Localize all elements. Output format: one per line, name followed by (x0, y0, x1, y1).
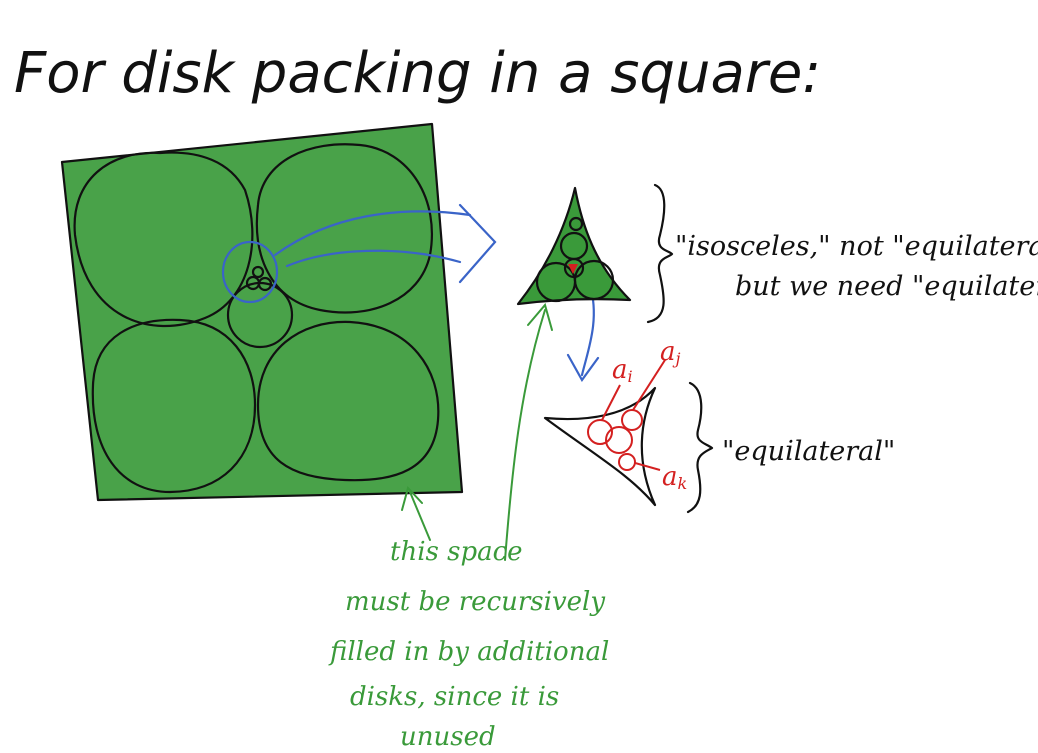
square-green-fill (62, 124, 462, 500)
zoom-arrow-lower (285, 249, 462, 268)
label-a-k: ak (662, 462, 687, 493)
disk-top-left (73, 151, 254, 327)
isosceles-gap (516, 186, 632, 306)
zoom-circle (221, 240, 279, 304)
red-disk-ak (618, 453, 636, 471)
blue-arrows (221, 203, 600, 383)
red-disk-aj (621, 409, 643, 431)
red-disk-ai (587, 419, 613, 445)
isosceles-green-fill (518, 188, 630, 304)
zoom-arrow-upper (273, 210, 472, 257)
iso-disk-center (563, 257, 585, 279)
square-outline (60, 122, 464, 502)
leader-ak (634, 462, 661, 471)
note-isosceles-line1: "isosceles," not "equilateral"— (675, 231, 1038, 262)
zoom-arrowhead (458, 203, 497, 284)
equilateral-red-disks (587, 359, 666, 471)
green-note-line-1: this space (390, 537, 523, 567)
disk-center-tiny-3 (251, 265, 265, 279)
down-arrowhead (566, 353, 600, 383)
green-arrowhead-square (401, 486, 423, 511)
page-title: For disk packing in a square: (14, 41, 821, 106)
leader-ai (601, 384, 621, 421)
green-note-line-3: filled in by additional (328, 637, 609, 667)
brace-isosceles (646, 183, 674, 324)
iso-outline (516, 186, 632, 306)
note-equilateral: "equilateral" (722, 436, 895, 467)
disk-bottom-right (256, 320, 440, 482)
leader-aj (632, 359, 666, 411)
red-disk-mid (605, 426, 633, 454)
disk-bottom-left (91, 318, 257, 494)
label-a-i: ai (612, 355, 633, 386)
square-packing (60, 122, 464, 502)
iso-red-marker (568, 264, 578, 274)
iso-disk-tiny (568, 216, 584, 232)
green-arrow-to-square (409, 491, 431, 541)
green-note-line-2: must be recursively (345, 587, 605, 617)
green-note-line-4: disks, since it is (350, 682, 559, 712)
brace-equilateral (686, 381, 714, 514)
green-note-line-5: unused (400, 722, 496, 752)
green-arrows (401, 302, 553, 561)
equilateral-gap (543, 359, 666, 507)
green-arrowhead-triangle (527, 302, 553, 331)
green-arrow-to-triangle (504, 309, 546, 561)
green-note: this space must be recursively filled in… (328, 537, 609, 752)
label-a-j: aj (660, 337, 681, 368)
equilateral-outline (543, 386, 657, 507)
note-isosceles-line2: but we need "equilateral" (735, 271, 1038, 302)
disk-center-tiny-2 (257, 276, 273, 292)
